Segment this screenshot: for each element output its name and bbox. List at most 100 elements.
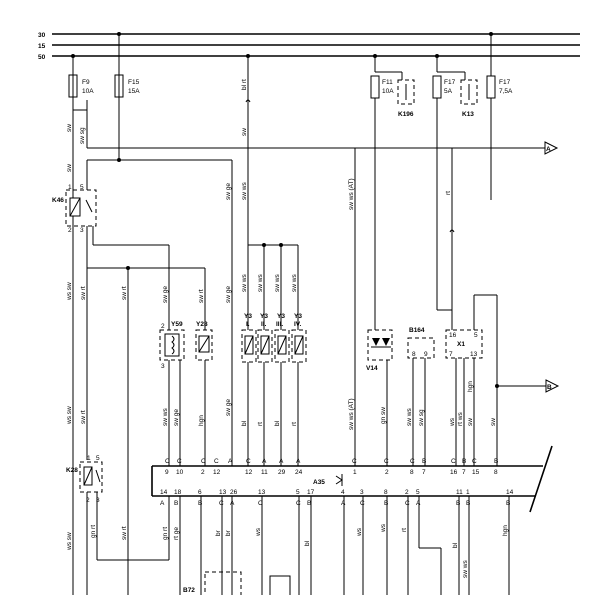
svg-text:2: 2 [201,469,205,476]
svg-text:bl: bl [274,420,281,426]
svg-text:gn sw: gn sw [380,407,387,424]
svg-text:1: 1 [466,489,470,496]
svg-text:rt: rt [257,422,264,426]
svg-text:hgn: hgn [467,381,474,392]
svg-text:4: 4 [341,489,345,496]
svg-text:8: 8 [410,469,414,476]
svg-text:C: C [451,458,456,465]
svg-text:A: A [296,458,301,465]
lower-wires: B72 [168,496,510,595]
svg-text:2: 2 [68,227,72,234]
svg-text:12: 12 [245,469,253,476]
svg-text:C: C [258,500,263,507]
svg-text:sw: sw [467,418,474,426]
svg-text:5: 5 [96,455,100,462]
f9-name: F9 [82,79,90,86]
svg-text:5: 5 [80,184,84,191]
valve-y28: Y28 [195,268,213,466]
svg-text:sw ge: sw ge [173,409,180,426]
fuse-f9: F9 10A [68,54,94,250]
rail-15-label: 15 [38,43,46,50]
svg-text:3: 3 [80,227,84,234]
svg-text:11: 11 [456,489,463,496]
svg-text:15: 15 [472,469,480,476]
svg-text:sw rt: sw rt [80,410,87,424]
svg-text:sw ge: sw ge [225,399,232,416]
svg-text:bl rt: bl rt [241,79,248,90]
svg-text:ws sw: ws sw [66,532,73,551]
svg-text:8: 8 [494,469,498,476]
svg-text:26: 26 [230,489,238,496]
f9-rating: 10A [82,88,94,95]
relay-k28: K28 1 5 2 3 [66,455,169,595]
k13-label: K13 [462,111,474,118]
b164-label: B164 [409,327,425,334]
svg-text:gn rt: gn rt [162,527,169,540]
rail-30-label: 30 [38,32,46,39]
svg-text:13: 13 [470,351,478,358]
svg-text:C: C [214,458,219,465]
svg-text:sw: sw [241,128,248,136]
fuse-f11-group: F11 10A K196 [370,54,415,320]
f17a-name: F17 [444,79,456,86]
svg-text:C: C [472,458,477,465]
y3-2-label: Y3 [260,313,268,320]
y59-label: Y59 [171,321,183,328]
svg-text:C: C [201,458,206,465]
connector-b-label: B [547,384,552,391]
svg-text:B: B [307,500,311,507]
svg-text:sw ws: sw ws [241,274,248,292]
svg-text:sw ws: sw ws [241,182,248,200]
svg-text:hgn: hgn [198,415,205,426]
svg-text:3: 3 [360,489,364,496]
svg-text:sw ws: sw ws [257,274,264,292]
svg-text:17: 17 [307,489,315,496]
f17b-rating: 7,5A [499,88,513,95]
svg-text:rt: rt [401,528,408,532]
svg-text:ws: ws [380,523,387,533]
svg-text:rt ws: rt ws [457,412,464,426]
f11-rating: 10A [382,88,394,95]
k28-label: K28 [66,467,78,474]
svg-text:sw ge: sw ge [225,286,232,303]
f17b-name: F17 [499,79,511,86]
svg-text:3: 3 [96,497,100,504]
svg-text:B: B [456,500,460,507]
svg-text:6: 6 [198,489,202,496]
svg-text:11: 11 [261,469,268,476]
svg-text:III.: III. [276,321,283,328]
v14-label: V14 [366,365,378,372]
svg-text:A: A [228,458,233,465]
svg-text:A: A [160,500,165,507]
svg-text:8: 8 [412,351,416,358]
k46-label: K46 [52,197,64,204]
a35-label: A35 [313,479,325,486]
svg-text:3: 3 [161,363,165,370]
svg-text:1: 1 [68,184,72,191]
svg-text:ws: ws [356,527,363,537]
svg-text:sw ws: sw ws [406,408,413,426]
svg-text:B: B [174,500,178,507]
svg-text:18: 18 [174,489,182,496]
svg-text:IV.: IV. [294,321,302,328]
y28-label: Y28 [196,321,208,328]
svg-text:sw ws: sw ws [291,274,298,292]
svg-text:sw ge: sw ge [225,183,232,200]
svg-text:sw rt: sw rt [80,286,87,300]
svg-text:1: 1 [87,455,91,462]
svg-text:rt ge: rt ge [173,527,180,540]
control-unit-a35: A 3 5 [151,445,553,513]
svg-text:24: 24 [295,469,303,476]
x1-label: X1 [457,341,465,348]
svg-text:gn rt: gn rt [90,525,97,538]
svg-text:5: 5 [296,489,300,496]
svg-text:A: A [279,458,284,465]
f15-rating: 15A [128,88,140,95]
svg-text:2: 2 [405,489,409,496]
b72-label: B72 [183,587,195,594]
svg-text:C: C [384,458,389,465]
fuse-f15: F15 15A [114,32,140,160]
svg-text:13: 13 [258,489,266,496]
svg-text:sw sg: sw sg [79,127,86,144]
